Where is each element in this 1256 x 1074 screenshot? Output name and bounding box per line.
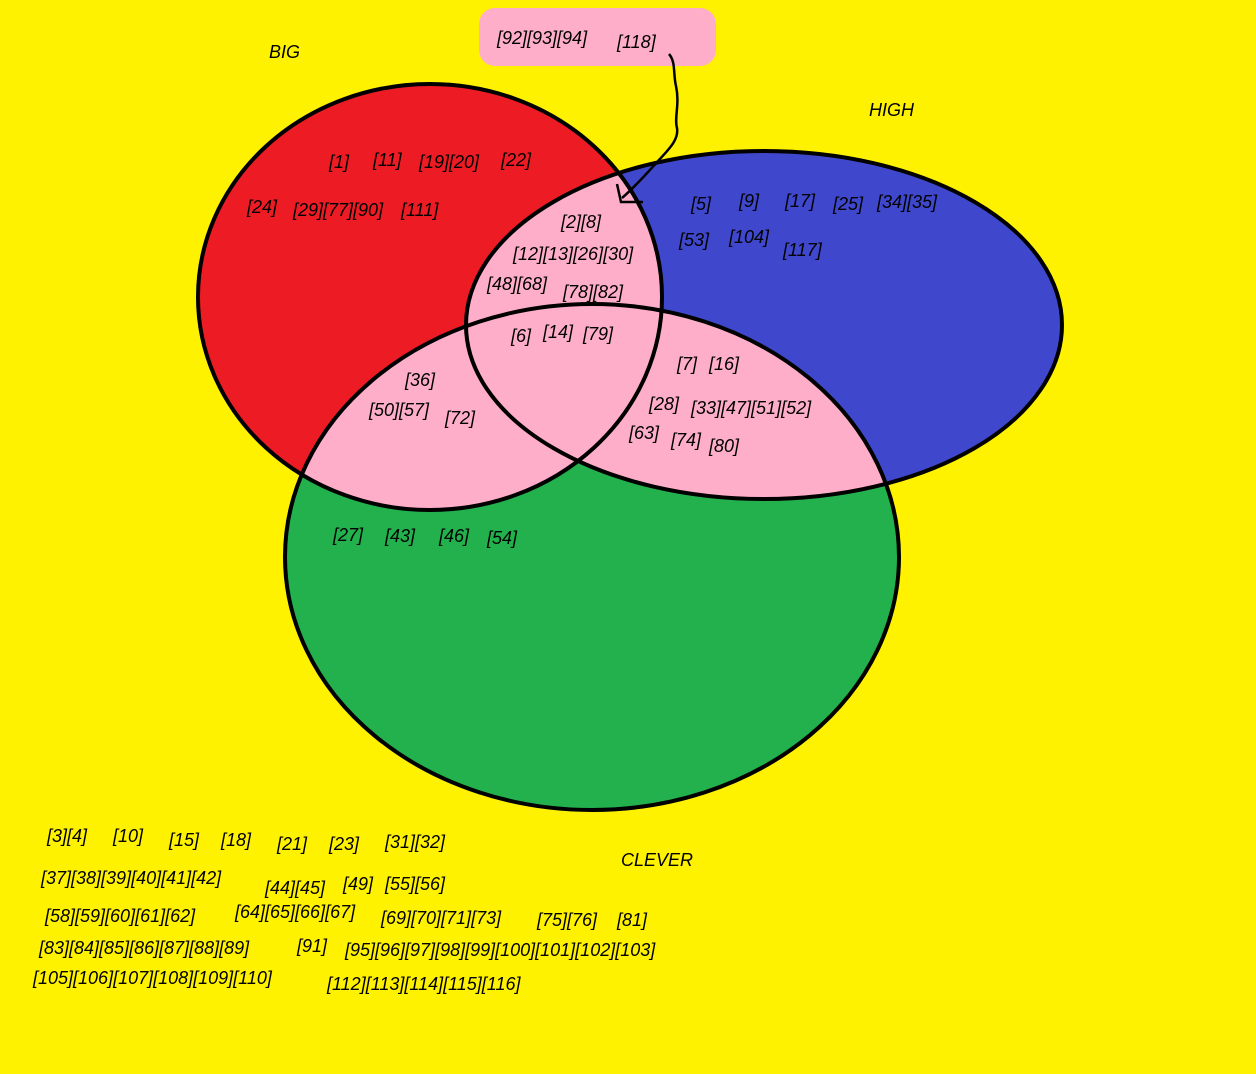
none-item: [3][4] xyxy=(46,826,88,846)
none-item: [37][38][39][40][41][42] xyxy=(40,868,222,888)
big-only-item: [29][77][90] xyxy=(292,200,384,220)
clever-circle-outline xyxy=(283,302,901,812)
none-item: [21] xyxy=(276,834,308,854)
callout-arrow xyxy=(621,53,679,199)
high-only-item: [25] xyxy=(832,194,864,214)
big-only-item: [19][20] xyxy=(418,152,480,172)
clever-only-item: [43] xyxy=(384,526,416,546)
big-only-item: [111] xyxy=(400,200,439,220)
none-item: [75][76] xyxy=(536,910,598,930)
none-item: [18] xyxy=(220,830,252,850)
clever-only-item: [54] xyxy=(486,528,518,548)
high-only-item: [5] xyxy=(690,194,712,214)
high-clever-overlap xyxy=(466,304,899,499)
high-only-item: [53] xyxy=(678,230,710,250)
big-only-item: [1] xyxy=(328,152,350,172)
clever-only-item: [46] xyxy=(438,526,470,546)
big-only-item: [22] xyxy=(500,150,532,170)
big-clever-item: [36] xyxy=(404,370,436,390)
callout-item: [118] xyxy=(616,32,657,52)
callout-box xyxy=(479,8,716,66)
high-clever-item: [74] xyxy=(670,430,702,450)
high-only-item: [34][35] xyxy=(876,192,938,212)
none-item: [10] xyxy=(112,826,144,846)
big-circle-outline xyxy=(196,82,664,512)
none-item: [81] xyxy=(616,910,648,930)
none-item: [15] xyxy=(168,830,200,850)
none-item: [69][70][71][73] xyxy=(380,908,502,928)
callout-arrowhead xyxy=(615,183,643,204)
high-only-item: [9] xyxy=(738,191,760,211)
big-high-item: [12][13][26][30] xyxy=(512,244,634,264)
all-three-item: [79] xyxy=(582,324,614,344)
none-item: [91] xyxy=(296,936,328,956)
big-high-item: [78][82] xyxy=(562,282,624,302)
high-only-item: [17] xyxy=(784,191,816,211)
high-clever-item: [7] xyxy=(676,354,698,374)
high-clever-item: [80] xyxy=(708,436,740,456)
all-three-item: [14] xyxy=(542,322,574,342)
high-clever-item: [63] xyxy=(628,423,660,443)
high-clever-item: [33][47][51][52] xyxy=(690,398,812,418)
none-item: [58][59][60][61][62] xyxy=(44,906,196,926)
none-item: [105][106][107][108][109][110] xyxy=(32,968,273,988)
high-clever-item: [16] xyxy=(708,354,740,374)
none-item: [23] xyxy=(328,834,360,854)
none-item: [49] xyxy=(342,874,374,894)
big-clever-item: [72] xyxy=(444,408,476,428)
high-only-item: [117] xyxy=(782,240,823,260)
none-item: [55][56] xyxy=(384,874,446,894)
callout-item: [92][93][94] xyxy=(496,28,588,48)
high-only-item: [104] xyxy=(728,227,770,247)
big-high-item: [48][68] xyxy=(486,274,548,294)
none-item: [31][32] xyxy=(384,832,446,852)
big-only-item: [24] xyxy=(246,197,278,217)
big-only-item: [11] xyxy=(372,150,403,170)
clever-title: CLEVER xyxy=(621,850,693,870)
none-item: [95][96][97][98][99][100][101][102][103] xyxy=(344,940,656,960)
high-clever-item: [28] xyxy=(648,394,680,414)
high-title: HIGH xyxy=(869,100,915,120)
all-three-item: [6] xyxy=(510,326,532,346)
none-item: [83][84][85][86][87][88][89] xyxy=(38,938,250,958)
big-clever-item: [50][57] xyxy=(368,400,430,420)
none-item: [44][45] xyxy=(264,878,326,898)
none-item: [64][65][66][67] xyxy=(234,902,356,922)
none-item: [112][113][114][115][116] xyxy=(326,974,521,994)
clever-only-item: [27] xyxy=(332,525,364,545)
big-clever-overlap xyxy=(285,304,662,510)
big-high-item: [2][8] xyxy=(560,212,602,232)
big-title: BIG xyxy=(269,42,300,62)
